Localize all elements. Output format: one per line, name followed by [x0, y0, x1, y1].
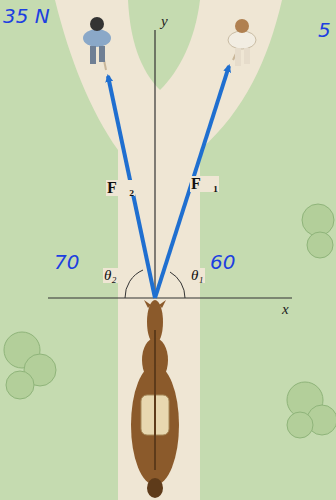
- handwritten-angle: 70: [54, 252, 79, 272]
- angle-label: θ₁: [190, 268, 205, 283]
- force-label: F⃗₂: [106, 180, 135, 196]
- handwritten-force: 35 N: [3, 6, 50, 26]
- force-label: F⃗₁: [190, 176, 219, 192]
- handwritten-force: 5: [318, 20, 331, 40]
- axis-label: x: [282, 302, 289, 317]
- angle-label: θ₂: [103, 268, 118, 283]
- handwritten-angle: 60: [210, 252, 235, 272]
- axis-label: y: [161, 14, 168, 29]
